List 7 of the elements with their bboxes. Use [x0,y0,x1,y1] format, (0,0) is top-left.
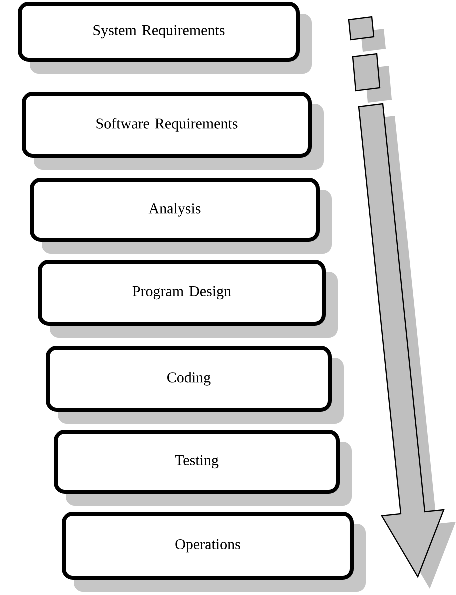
process-box: System Requirements [18,2,312,74]
process-box: Analysis [30,178,332,254]
process-box: Operations [62,512,366,592]
process-box: Program Design [38,260,338,338]
process-box: Coding [46,346,344,424]
process-box: Testing [54,430,352,506]
process-box: Software Requirements [22,92,324,170]
